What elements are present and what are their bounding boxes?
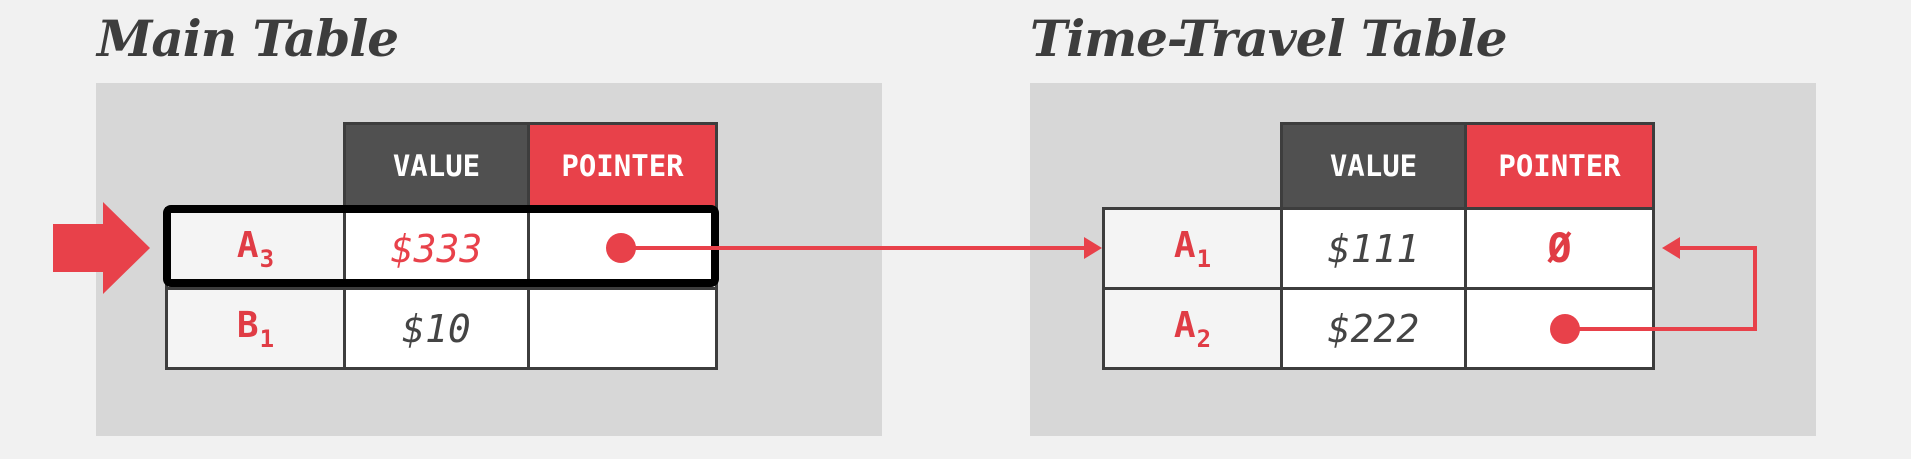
row-value: $10 bbox=[343, 287, 530, 370]
current-row-arrow-icon bbox=[53, 202, 150, 294]
key-letter: A bbox=[1173, 224, 1196, 266]
value-column-header: VALUE bbox=[343, 122, 530, 210]
pointer-arrowhead-icon bbox=[1084, 237, 1102, 259]
pointer-column-header: POINTER bbox=[1464, 122, 1655, 210]
row-key: A1 bbox=[1102, 207, 1283, 290]
row-key: A3 bbox=[165, 207, 346, 290]
table-row: B1 $10 bbox=[165, 287, 718, 370]
key-version: 1 bbox=[259, 324, 275, 353]
key-letter: A bbox=[236, 224, 259, 266]
null-pointer: Ø bbox=[1464, 207, 1655, 290]
time-travel-table-title: Time-Travel Table bbox=[1030, 9, 1508, 68]
main-table: VALUE POINTER A3 $333 B1 $10 bbox=[165, 122, 718, 370]
value-column-header: VALUE bbox=[1280, 122, 1467, 210]
time-travel-header-row: VALUE POINTER bbox=[1104, 122, 1655, 210]
key-letter: B bbox=[236, 304, 259, 346]
key-version: 3 bbox=[259, 244, 275, 273]
key-version: 1 bbox=[1196, 244, 1212, 273]
row-value: $111 bbox=[1280, 207, 1467, 290]
row-key: A2 bbox=[1102, 287, 1283, 370]
row-key: B1 bbox=[165, 287, 346, 370]
pointer-line bbox=[1565, 246, 1757, 331]
row-value: $222 bbox=[1280, 287, 1467, 370]
main-table-title: Main Table bbox=[97, 9, 399, 68]
pointer-arrowhead-icon bbox=[1662, 237, 1680, 259]
row-pointer bbox=[527, 287, 718, 370]
key-letter: A bbox=[1173, 304, 1196, 346]
table-row: A1 $111 Ø bbox=[1102, 207, 1655, 290]
time-travel-table: VALUE POINTER A1 $111 Ø A2 $222 bbox=[1102, 122, 1655, 370]
row-value: $333 bbox=[343, 207, 530, 290]
key-version: 2 bbox=[1196, 324, 1212, 353]
main-table-header-row: VALUE POINTER bbox=[167, 122, 718, 210]
